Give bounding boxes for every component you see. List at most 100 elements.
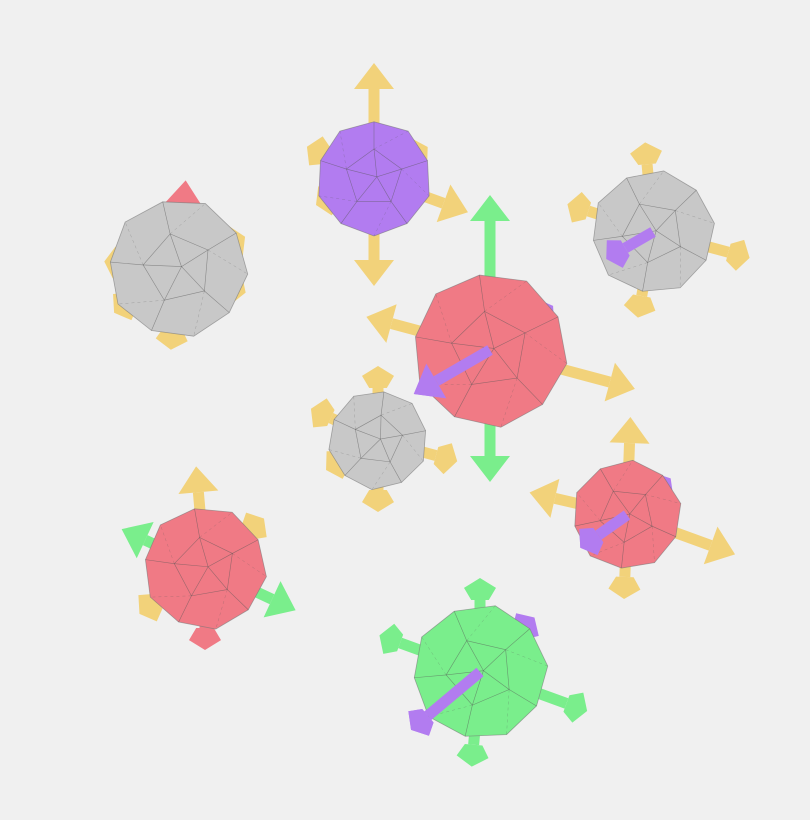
molecule-gray-top-right-facet-edge	[675, 190, 697, 211]
molecule-gray-small-center-facet-edge	[402, 430, 426, 436]
molecule-red-right-facet-edge	[599, 491, 614, 521]
molecule-purple-top-facet-edge	[390, 168, 402, 202]
molecule-gray-large-facet-edge	[162, 201, 171, 234]
molecule-red-right-facet-edge	[613, 490, 646, 495]
molecule-red-right-facet-edge	[645, 475, 663, 495]
molecule-red-large-center-arm-0-arrowhead	[470, 195, 510, 221]
molecule-red-large-center-facet-edge	[516, 377, 543, 405]
molecule-gray-top-right-facet-edge	[655, 230, 681, 247]
molecule-red-right-facet-edge	[623, 525, 653, 543]
molecule-gray-small-center-facet-edge	[380, 438, 391, 462]
molecule-gray-large-facet-edge	[193, 290, 205, 337]
molecule-gray-large-facet-edge	[181, 249, 209, 267]
molecule-green-bottom-facet-edge	[472, 689, 510, 706]
molecule-gray-top-right-facet-edge	[639, 203, 676, 211]
molecule-gray-top-right-arm-2-cap	[623, 294, 656, 318]
molecule-purple-top-facet-edge	[373, 148, 402, 170]
molecule-green-bottom-front-arm-4-cap	[408, 708, 434, 736]
molecule-red-large-center-facet-edge	[493, 332, 526, 349]
molecule-gray-large-facet-edge	[169, 233, 182, 267]
molecule-gray-large-facet-edge	[151, 300, 165, 331]
molecule-purple-top-facet-edge	[401, 160, 428, 170]
molecule-green-bottom-facet-edge	[506, 689, 510, 735]
molecule-red-right-front-arm-4-cap	[579, 527, 604, 556]
molecule-purple-top-facet-edge	[373, 148, 378, 177]
molecule-gray-top-right-facet-edge	[608, 262, 648, 276]
molecule-purple-top-facet-edge	[318, 195, 357, 202]
molecule-purple-top-arm-0-arrowhead	[354, 63, 394, 89]
molecule-red-large-center-arm-5-arrowhead	[366, 304, 397, 343]
molecule-gray-large-facet-edge	[110, 261, 144, 266]
molecule-green-bottom-facet-edge	[466, 640, 484, 671]
molecule-purple-top-facet-edge	[340, 201, 358, 224]
molecule-gray-large-facet-edge	[164, 266, 182, 301]
molecule-red-left-facet-edge	[174, 537, 200, 564]
molecule-red-right-facet-edge	[652, 525, 676, 537]
molecule-gray-top-right-front-arm-3-stem	[622, 227, 656, 253]
molecule-green-bottom-facet-edge	[445, 640, 467, 676]
molecule-gray-top-right-facet-edge	[655, 210, 676, 231]
molecule-red-left-facet-edge	[207, 553, 233, 568]
molecule-purple-top-facet-edge	[346, 148, 375, 170]
molecule-red-left-facet-edge	[227, 589, 249, 610]
molecule-red-left-facet-edge	[227, 553, 233, 590]
molecule-green-bottom-facet-edge	[505, 649, 510, 690]
molecule-green-bottom-facet-edge	[505, 628, 530, 650]
molecule-green-bottom-facet-edge	[466, 605, 496, 641]
molecule-green-bottom-arm-3-cap	[456, 743, 489, 767]
molecule-gray-small-center-facet-edge	[360, 438, 381, 459]
molecule-red-right-facet-edge	[645, 494, 653, 527]
molecule-gray-small-center-facet-edge	[355, 429, 362, 459]
molecule-gray-small-center-facet-edge	[355, 429, 381, 440]
molecule-red-left-arm-0-arrowhead	[178, 466, 219, 495]
molecule-red-left-facet-edge	[191, 566, 209, 597]
molecule-red-left-facet-edge	[160, 524, 175, 564]
molecule-gray-top-right-facet-edge	[626, 177, 640, 205]
molecule-red-large-center-front-arm-4-stem	[433, 345, 493, 386]
molecule-red-left-facet-edge	[178, 595, 192, 623]
molecule-purple-top-facet-edge	[346, 168, 358, 202]
molecule-gray-large-facet-edge	[124, 221, 144, 266]
molecule-gray-small-center-facet-edge	[380, 415, 382, 440]
molecule-red-large-center-facet-edge	[484, 280, 527, 312]
molecule-gray-small-center-facet-edge	[380, 391, 385, 416]
molecule-gray-large-facet-edge	[142, 264, 165, 301]
molecule-red-left-facet-edge	[194, 508, 200, 538]
molecule-red-large-center-facet-edge	[451, 311, 485, 344]
molecule-red-right-arm-0-arrowhead	[609, 417, 650, 444]
molecule-gray-small-center-facet-edge	[380, 414, 403, 436]
molecule-red-right-facet-edge	[651, 526, 655, 563]
molecule-red-left-facet-edge	[145, 559, 175, 564]
molecule-gray-top-right-facet-edge	[622, 203, 640, 237]
molecule-gray-small-center-facet-edge	[355, 414, 382, 430]
molecule-gray-top-right-facet-edge	[675, 210, 715, 224]
molecule-red-right-facet-edge	[613, 491, 630, 515]
molecule-red-left-facet-edge	[174, 563, 209, 568]
molecule-green-bottom-arm-0-cap	[464, 578, 496, 600]
molecule-gray-large-facet-edge	[117, 299, 165, 305]
molecule-purple-top-arm-2-arrowhead	[436, 184, 468, 223]
molecule-red-large-center-facet-edge	[524, 332, 567, 364]
molecule-gray-top-right-facet-edge	[593, 236, 623, 241]
molecule-green-bottom-facet-edge	[421, 636, 447, 676]
molecule-green-bottom-facet-edge	[453, 611, 467, 641]
molecule-purple-top-facet-edge	[320, 160, 347, 170]
molecule-red-large-center	[366, 195, 635, 482]
molecule-gray-small-center-arm-0-cap	[362, 366, 394, 388]
molecule-green-bottom-front-arm-4-stem	[424, 667, 484, 720]
molecule-green-bottom	[379, 578, 588, 767]
molecule-red-right-facet-edge	[621, 542, 625, 569]
molecule-purple-top-facet-edge	[346, 168, 377, 178]
molecule-gray-large-facet-edge	[142, 233, 171, 266]
molecule-red-large-center-core	[415, 274, 568, 428]
molecule-red-right-facet-edge	[576, 492, 601, 521]
molecule-gray-top-right	[567, 142, 750, 318]
molecule-green-bottom-arm-2-cap	[563, 692, 588, 723]
molecule-red-left-arm-3-cap	[189, 628, 221, 650]
molecule-gray-top-right-front-arm-3-cap	[606, 240, 630, 268]
molecule-gray-small-center-arm-4-cap	[310, 398, 335, 428]
molecule-red-left-facet-edge	[199, 537, 209, 567]
molecule-red-large-center-facet-edge	[415, 336, 452, 344]
molecule-green-bottom-facet-edge	[414, 674, 447, 679]
